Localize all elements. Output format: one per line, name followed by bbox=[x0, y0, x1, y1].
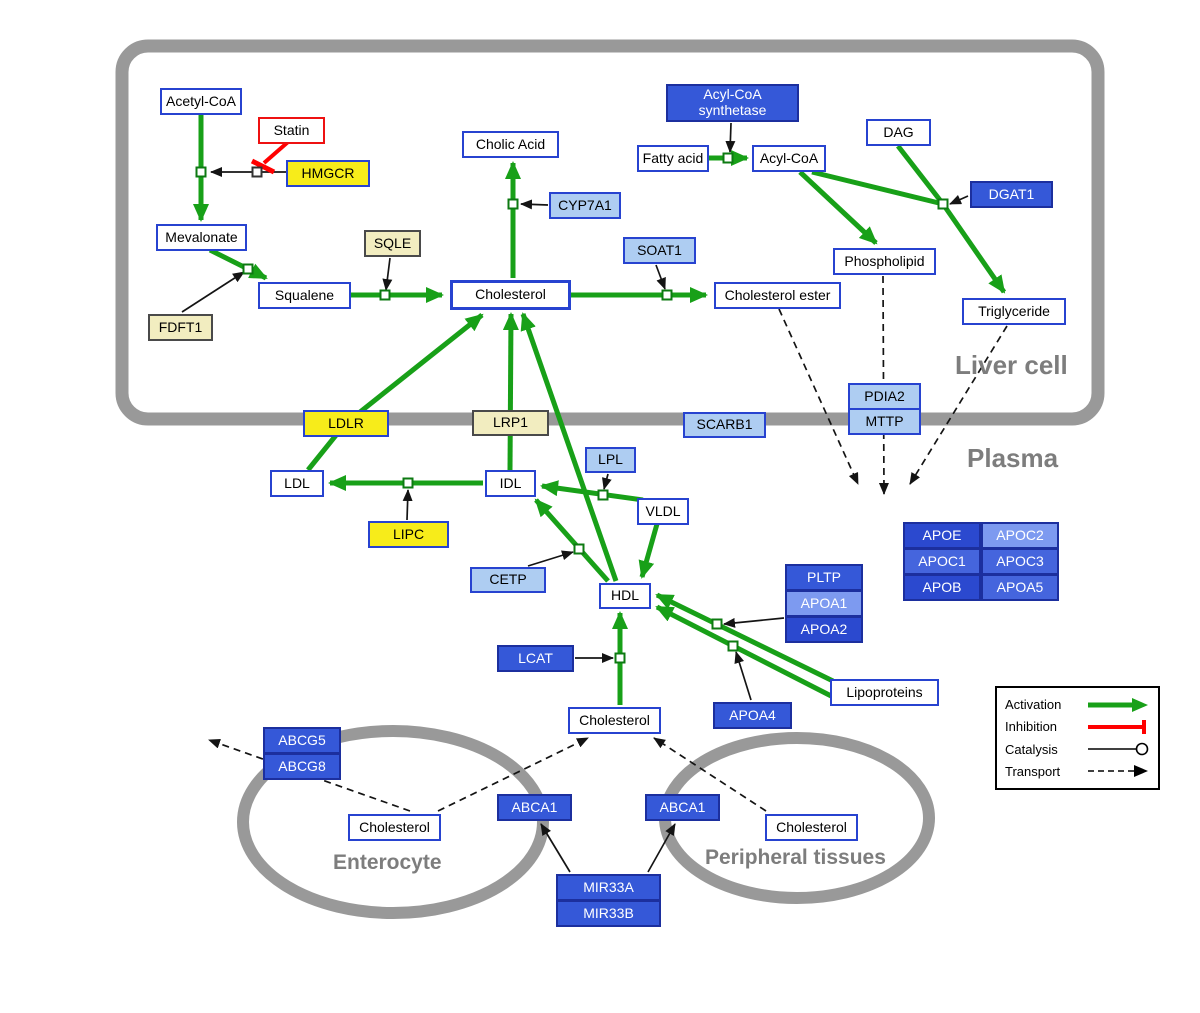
node-apoa5[interactable]: APOA5 bbox=[981, 574, 1059, 601]
node-acetyl-coa[interactable]: Acetyl-CoA bbox=[160, 88, 242, 115]
node-mir33a[interactable]: MIR33A bbox=[556, 874, 661, 901]
node-cholesterol-plasma[interactable]: Cholesterol bbox=[568, 707, 661, 734]
node-acyl-coa-synthetase[interactable]: Acyl-CoA synthetase bbox=[666, 84, 799, 122]
node-soat1[interactable]: SOAT1 bbox=[623, 237, 696, 264]
legend-activation-label: Activation bbox=[1005, 697, 1062, 712]
enterocyte-membrane bbox=[237, 725, 549, 919]
inhibition-bar-icon bbox=[1088, 719, 1146, 734]
legend-catalysis-row: Catalysis bbox=[1005, 739, 1150, 760]
node-pltp[interactable]: PLTP bbox=[785, 564, 863, 591]
node-fatty-acid[interactable]: Fatty acid bbox=[637, 145, 709, 172]
legend-activation-row: Activation bbox=[1005, 694, 1150, 715]
node-hmgcr[interactable]: HMGCR bbox=[286, 160, 370, 187]
node-lipoproteins[interactable]: Lipoproteins bbox=[830, 679, 939, 706]
node-apoc1[interactable]: APOC1 bbox=[903, 548, 981, 575]
catalysis-port bbox=[251, 166, 263, 178]
node-acyl-coa[interactable]: Acyl-CoA bbox=[752, 145, 826, 172]
activation-arrow-icon bbox=[1088, 697, 1148, 712]
legend-transport-row: Transport bbox=[1005, 761, 1150, 782]
node-cholesterol-ester[interactable]: Cholesterol ester bbox=[714, 282, 841, 309]
node-mir33b[interactable]: MIR33B bbox=[556, 900, 661, 927]
node-lipc[interactable]: LIPC bbox=[368, 521, 449, 548]
node-hdl[interactable]: HDL bbox=[599, 583, 651, 609]
node-abca1-enterocyte[interactable]: ABCA1 bbox=[497, 794, 572, 821]
legend-inhibition-label: Inhibition bbox=[1005, 719, 1058, 735]
node-apob[interactable]: APOB bbox=[903, 574, 981, 601]
node-ldl[interactable]: LDL bbox=[270, 470, 324, 497]
node-squalene[interactable]: Squalene bbox=[258, 282, 351, 309]
legend-catalysis-label: Catalysis bbox=[1005, 741, 1058, 757]
legend-inhibition-row: Inhibition bbox=[1005, 716, 1150, 737]
node-cholesterol-peripheral[interactable]: Cholesterol bbox=[765, 814, 858, 841]
node-statin[interactable]: Statin bbox=[258, 117, 325, 144]
node-apoc3[interactable]: APOC3 bbox=[981, 548, 1059, 575]
activation-edges bbox=[193, 114, 1007, 705]
legend-transport-label: Transport bbox=[1005, 763, 1061, 779]
node-apoa1[interactable]: APOA1 bbox=[785, 590, 863, 617]
node-cholesterol-liver[interactable]: Cholesterol bbox=[450, 280, 571, 310]
node-lcat[interactable]: LCAT bbox=[497, 645, 574, 672]
peripheral-tissues-label: Peripheral tissues bbox=[705, 846, 886, 869]
node-fdft1[interactable]: FDFT1 bbox=[148, 314, 213, 341]
node-lrp1[interactable]: LRP1 bbox=[472, 410, 549, 436]
node-triglyceride[interactable]: Triglyceride bbox=[962, 298, 1066, 325]
node-mevalonate[interactable]: Mevalonate bbox=[156, 224, 247, 251]
catalysis-circle-icon bbox=[1088, 742, 1149, 756]
node-sqle[interactable]: SQLE bbox=[364, 230, 421, 257]
node-apoa2[interactable]: APOA2 bbox=[785, 616, 863, 643]
liver-cell-label: Liver cell bbox=[955, 350, 1068, 380]
node-abcg8[interactable]: ABCG8 bbox=[263, 753, 341, 780]
node-cetp[interactable]: CETP bbox=[470, 567, 546, 593]
legend: Activation Inhibition Catalysis Transpor… bbox=[995, 686, 1160, 790]
node-dag[interactable]: DAG bbox=[866, 119, 931, 146]
node-apoe[interactable]: APOE bbox=[903, 522, 981, 549]
node-abca1-peripheral[interactable]: ABCA1 bbox=[645, 794, 720, 821]
node-idl[interactable]: IDL bbox=[485, 470, 536, 497]
enterocyte-label: Enterocyte bbox=[333, 851, 442, 874]
node-lpl[interactable]: LPL bbox=[585, 447, 636, 473]
node-cholic-acid[interactable]: Cholic Acid bbox=[462, 131, 559, 158]
reaction-nodes bbox=[195, 152, 949, 664]
node-apoc2[interactable]: APOC2 bbox=[981, 522, 1059, 549]
node-pdia2[interactable]: PDIA2 bbox=[848, 383, 921, 410]
node-apoa4[interactable]: APOA4 bbox=[713, 702, 792, 729]
plasma-label: Plasma bbox=[967, 443, 1059, 473]
transport-arrow-icon bbox=[1088, 765, 1148, 778]
node-dgat1[interactable]: DGAT1 bbox=[970, 181, 1053, 208]
node-scarb1[interactable]: SCARB1 bbox=[683, 412, 766, 438]
node-vldl[interactable]: VLDL bbox=[637, 498, 689, 525]
node-ldlr[interactable]: LDLR bbox=[303, 410, 389, 437]
liver-cell-membrane bbox=[115, 39, 1105, 426]
node-mttp[interactable]: MTTP bbox=[848, 408, 921, 435]
inhibition-edge bbox=[250, 140, 290, 175]
node-phospholipid[interactable]: Phospholipid bbox=[833, 248, 936, 275]
node-cyp7a1[interactable]: CYP7A1 bbox=[549, 192, 621, 219]
node-abcg5[interactable]: ABCG5 bbox=[263, 727, 341, 754]
node-cholesterol-enterocyte[interactable]: Cholesterol bbox=[348, 814, 441, 841]
